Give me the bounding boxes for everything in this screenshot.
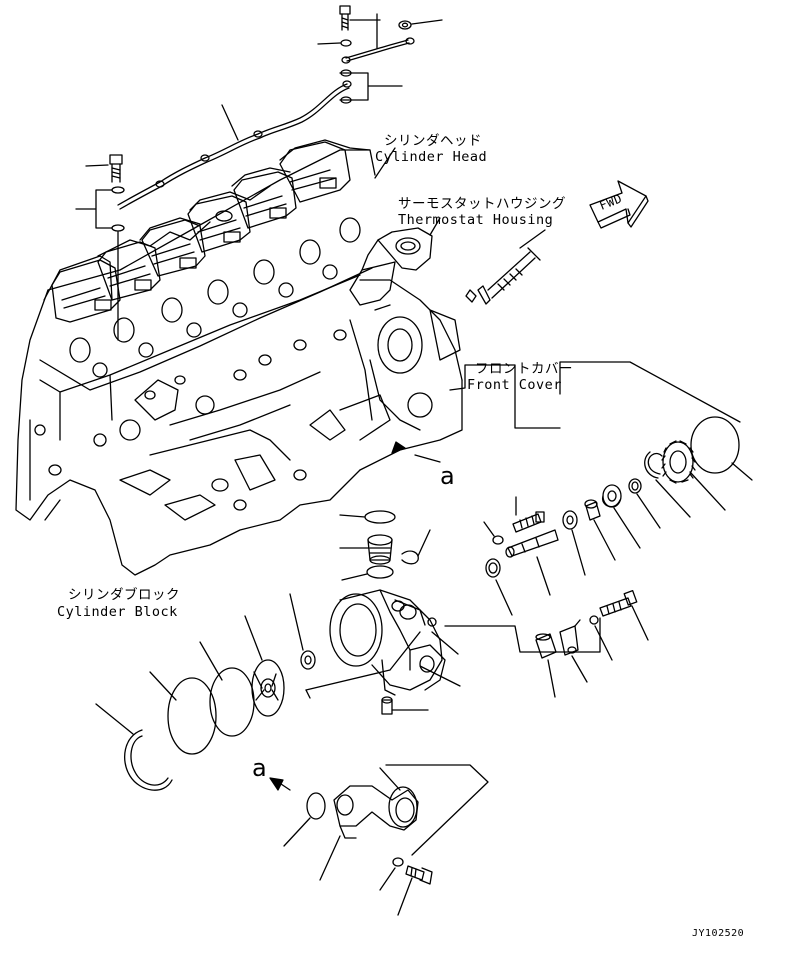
- bolt-lower: [406, 866, 432, 884]
- o-ring: [307, 793, 325, 819]
- o-ring: [365, 511, 395, 523]
- leader-line: [375, 148, 395, 178]
- water-pump-body: [330, 590, 445, 695]
- cylinder-block-label-en: Cylinder Block: [57, 604, 178, 620]
- washer: [493, 536, 503, 544]
- bolt-top: [340, 6, 350, 30]
- oil-seal: [629, 479, 641, 493]
- clip: [402, 551, 418, 564]
- thermostat-housing-label-en: Thermostat Housing: [398, 212, 554, 228]
- thermostat-bolt: [466, 248, 540, 304]
- cylinder-block-label-jp: シリンダブロック: [68, 587, 180, 603]
- thermostat-housing: [350, 228, 432, 305]
- bolt-small: [513, 512, 544, 532]
- leader-line: [520, 230, 545, 248]
- view-marker-lower: a: [252, 754, 267, 782]
- gasket: [210, 668, 254, 736]
- fwd-arrow: [590, 181, 648, 228]
- snap-ring: [125, 730, 172, 790]
- bolt-right: [600, 591, 637, 616]
- seal: [301, 651, 315, 669]
- bracket-clip: [560, 620, 580, 655]
- front-cover-bracket: [450, 362, 740, 428]
- leader-line: [415, 455, 440, 462]
- pump-cap: [368, 535, 392, 564]
- cylinder-head-label-jp: シリンダヘッド: [384, 133, 482, 149]
- bearing: [603, 485, 621, 507]
- washer: [590, 616, 598, 624]
- bracket-line: [386, 765, 488, 855]
- cylinder-head-label-en: Cylinder Head: [375, 149, 488, 165]
- bracket-line: [306, 618, 600, 690]
- pump-shaft: [506, 530, 558, 557]
- drawing-code: JY102520: [692, 928, 745, 939]
- gasket: [389, 787, 417, 827]
- gasket-large: [691, 417, 739, 473]
- front-cover-label-en: Front Cover: [467, 377, 562, 393]
- thermostat-housing-label-jp: サーモスタットハウジング: [398, 196, 566, 212]
- short-tube: [346, 40, 408, 58]
- nut: [399, 21, 411, 29]
- bolt-left: [110, 155, 122, 182]
- front-cover-label-jp: フロントカバー: [475, 361, 573, 377]
- engine-block: [16, 140, 462, 575]
- drain-plug: [382, 697, 392, 714]
- pump-gear: [662, 441, 695, 483]
- impeller: [252, 660, 284, 716]
- snap-ring: [648, 453, 662, 474]
- view-marker-upper: a: [440, 462, 455, 490]
- washer: [341, 40, 351, 46]
- o-ring: [486, 559, 500, 577]
- o-ring: [367, 566, 393, 578]
- sleeve: [536, 634, 556, 658]
- water-inlet-elbow: [334, 786, 418, 838]
- spacer: [585, 500, 600, 520]
- gasket: [168, 678, 216, 754]
- bearing: [563, 511, 577, 529]
- washer: [393, 858, 403, 866]
